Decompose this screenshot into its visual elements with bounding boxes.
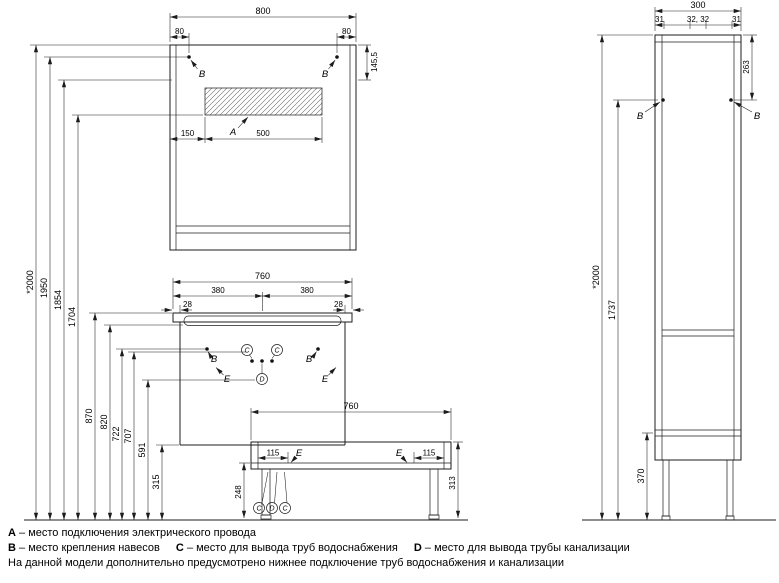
- bench-circle-c-left-label: C: [256, 506, 262, 513]
- vanity-point-b-right-dot: [316, 347, 320, 351]
- legend-note: На данной модели дополнительно предусмот…: [8, 557, 565, 569]
- cabinet-hinge-height-dim: 1737: [607, 300, 617, 320]
- bench-inset-left-dim: 115: [267, 449, 280, 458]
- bench-height-total-dim: 313: [448, 476, 457, 490]
- legend-key-c: C: [175, 542, 184, 554]
- legend-line-a: A – место подключения электрического про…: [8, 526, 774, 541]
- bench-circle-c-right-label: C: [282, 506, 288, 513]
- mirror-front-view: B B 800 80 80 145,5 A 150 500: [169, 6, 379, 251]
- bench-height-inner-dim: 248: [234, 485, 243, 499]
- height-dim-870: 870: [84, 408, 94, 423]
- mirror-top-section-dim: 145,5: [370, 51, 379, 72]
- height-dim-820: 820: [99, 414, 109, 429]
- vanity-half-right-dim: 380: [300, 286, 314, 295]
- vanity-edge-right-dim: 28: [334, 300, 343, 309]
- mount-point-b-left-dot: [187, 55, 191, 59]
- vanity-half-left-dim: 380: [211, 286, 225, 295]
- height-dim-1854: 1854: [53, 290, 63, 310]
- vanity-edge-left-dim: 28: [183, 300, 192, 309]
- mirror-width-dim: 800: [255, 6, 270, 16]
- vanity-front-view: B B C C D E E 760 380 380 28 28: [161, 271, 364, 446]
- legend-key-a: A: [8, 527, 16, 539]
- mirror-offset-right-dim: 80: [342, 27, 351, 36]
- height-dim-2000: *2000: [25, 270, 35, 294]
- cabinet-width-dim: 300: [690, 0, 705, 10]
- vanity-point-d-label: D: [259, 377, 264, 384]
- cabinet-total-height-dim: *2000: [591, 265, 601, 289]
- mount-point-b-right-dot: [335, 55, 339, 59]
- mirror-zone-a-label: A: [229, 127, 236, 138]
- legend-text-d: – место для вывода трубы канализации: [424, 542, 630, 554]
- cabinet-bottom-section-dim: 370: [636, 468, 646, 483]
- bench-point-e-right-label: E: [396, 448, 403, 459]
- height-dim-722: 722: [111, 426, 121, 441]
- vanity-width-dim: 760: [255, 271, 270, 281]
- mirror-zone-offset-dim: 150: [181, 129, 195, 138]
- height-dim-315: 315: [151, 474, 161, 489]
- bench-circle-d-label: D: [269, 506, 274, 513]
- legend-text-b: – место крепления навесов: [19, 542, 160, 554]
- vanity-point-b-left-dot: [205, 347, 209, 351]
- legend-text-c: – место для вывода труб водоснабжения: [186, 542, 398, 554]
- bench-inset-right-dim: 115: [423, 449, 436, 458]
- mirror-point-b-left-label: B: [199, 69, 206, 80]
- cabinet-hinge-section-dim: 263: [742, 60, 751, 74]
- legend: A – место подключения электрического про…: [8, 526, 774, 571]
- cabinet-sub-right-dim: 31: [732, 15, 741, 24]
- bench-point-e-left-label: E: [296, 448, 303, 459]
- cabinet-point-b-left-label: B: [637, 111, 644, 122]
- cabinet-sub-left-dim: 31: [655, 15, 664, 24]
- cabinet-point-b-left-dot: [661, 98, 665, 102]
- legend-key-b: B: [8, 542, 16, 554]
- vanity-point-b-left-label: B: [211, 354, 218, 365]
- bench-view: 115 E E 115 760 248 313 C D C: [234, 401, 463, 520]
- height-dimension-chain: *2000 1950 1854 1704 870 820 722 707 591…: [25, 44, 255, 521]
- mirror-offset-left-dim: 80: [175, 27, 184, 36]
- vanity-point-c-left-label: C: [244, 348, 250, 355]
- mirror-zone-width-dim: 500: [256, 129, 270, 138]
- legend-text-a: – место подключения электрического прово…: [19, 527, 256, 539]
- vanity-point-c-right-label: C: [274, 348, 280, 355]
- vanity-point-e-right-label: E: [322, 374, 329, 385]
- cabinet-sub-mid-dim: 32, 32: [687, 15, 710, 24]
- cabinet-point-b-right-dot: [729, 98, 733, 102]
- vanity-point-e-left-label: E: [224, 374, 231, 385]
- electrical-zone-hatch: [204, 87, 323, 116]
- mirror-point-b-right-label: B: [322, 69, 329, 80]
- tall-cabinet-view: B B 300 31 32, 32 31 263 *2000 1737 370: [591, 0, 761, 521]
- height-dim-591: 591: [137, 442, 147, 457]
- height-dim-1704: 1704: [67, 307, 77, 327]
- height-dim-1950: 1950: [39, 278, 49, 298]
- legend-line-bcd: B – место крепления навесов C – место дл…: [8, 541, 774, 556]
- legend-key-d: D: [413, 542, 422, 554]
- bench-width-dim: 760: [343, 401, 358, 411]
- height-dim-707: 707: [123, 428, 133, 443]
- cabinet-point-b-right-label: B: [754, 111, 761, 122]
- vanity-point-b-right-label: B: [306, 354, 313, 365]
